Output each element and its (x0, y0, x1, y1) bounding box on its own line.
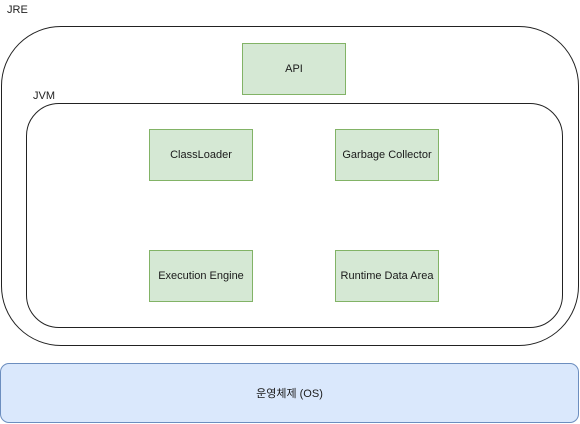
api-box: API (242, 43, 346, 95)
os-box: 운영체제 (OS) (0, 363, 579, 423)
execution-engine-box: Execution Engine (149, 250, 253, 302)
classloader-box: ClassLoader (149, 129, 253, 181)
jvm-label: JVM (33, 90, 55, 102)
garbage-collector-box: Garbage Collector (335, 129, 439, 181)
jvm-container (26, 103, 563, 328)
jre-container (1, 26, 579, 346)
runtime-data-area-box: Runtime Data Area (335, 250, 439, 302)
jre-label: JRE (7, 4, 28, 16)
